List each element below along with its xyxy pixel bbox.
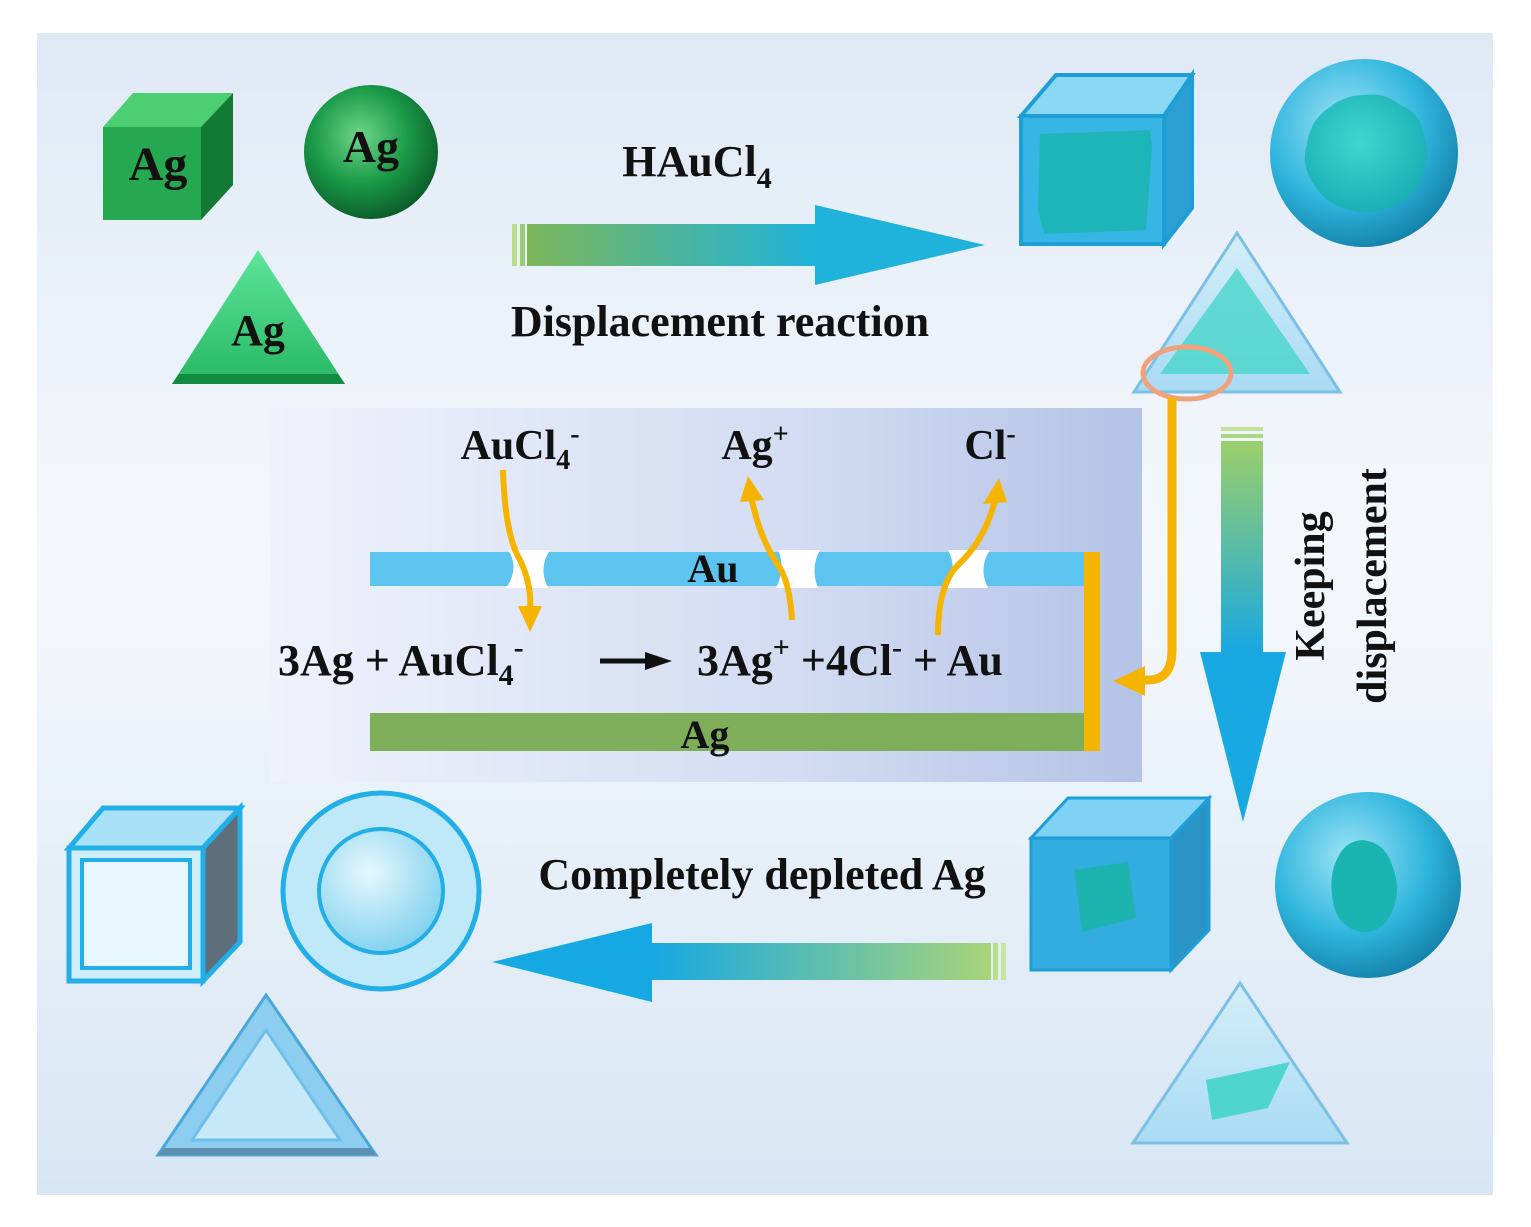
displacement-reaction-label: Displacement reaction	[511, 297, 929, 346]
highlight-circle	[1140, 344, 1234, 402]
hollow-nanoprism	[155, 992, 379, 1157]
hollow-nanosphere	[280, 790, 482, 992]
ion-cl-label: Cl-	[964, 419, 1015, 469]
mechanism-panel: AuCl4- Ag+ Cl- Au Ag 3Ag + AuCl4- 3Ag+ +…	[270, 408, 1142, 782]
cl-efflux-arrow	[935, 499, 998, 636]
late-nanocube	[1027, 794, 1213, 974]
displacement-label: displacement	[1350, 468, 1396, 704]
completely-depleted-label: Completely depleted Ag	[538, 850, 985, 899]
ag-core-small	[1074, 862, 1136, 932]
ag-sphere-label: Ag	[343, 121, 399, 172]
au-layer-label: Au	[687, 546, 738, 591]
partial-nanoprism	[1131, 230, 1343, 402]
ag-efflux-arrow	[749, 499, 795, 621]
reaction-equation-left: 3Ag + AuCl4-	[278, 631, 524, 692]
ag-nanoprism: Ag	[172, 250, 345, 384]
displacement-arrow: HAuCl4 Displacement reaction	[511, 137, 985, 346]
ag-nanocube: Ag	[103, 93, 233, 220]
ag-nanosphere: Ag	[304, 85, 438, 219]
ag-core-remnant	[1038, 130, 1152, 234]
au-shell-edge	[1084, 552, 1100, 751]
late-nanosphere	[1275, 792, 1461, 978]
pore-3	[946, 550, 990, 588]
zoom-connector-arrow	[1140, 398, 1177, 685]
partial-nanosphere	[1270, 59, 1458, 247]
keeping-label: Keeping	[1288, 511, 1334, 660]
late-nanoprism	[1130, 980, 1350, 1145]
ag-cube-label: Ag	[129, 138, 188, 191]
reaction-equation-right: 3Ag+ +4Cl- + Au	[697, 631, 1003, 685]
depletion-arrow: Completely depleted Ag	[492, 850, 1006, 1002]
ag-layer-label: Ag	[681, 712, 730, 757]
zoom-connector-head	[1113, 666, 1145, 696]
ion-aucl4-label: AuCl4-	[460, 419, 579, 476]
reaction-arrow	[600, 652, 672, 670]
reagent-label: HAuCl4	[622, 137, 771, 195]
keeping-displacement-arrow: Keeping displacement	[1200, 427, 1396, 822]
ion-ag-label: Ag+	[721, 419, 788, 469]
ag-layer	[370, 713, 1090, 751]
ag-triangle-label: Ag	[231, 306, 285, 355]
partial-nanocube	[1016, 68, 1196, 250]
aucl4-influx-arrow	[500, 469, 534, 611]
hollow-nanocube	[63, 801, 246, 988]
